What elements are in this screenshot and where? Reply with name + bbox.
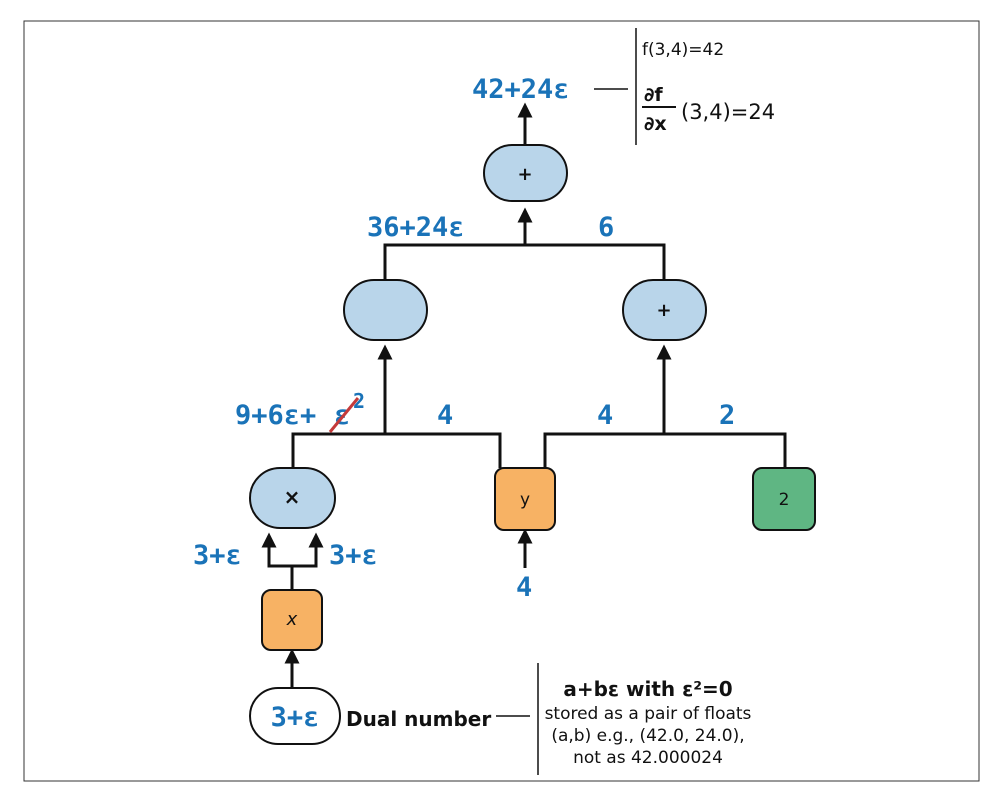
annotation-bottom: a+bε with ε²=0 stored as a pair of float… bbox=[545, 677, 752, 768]
plus-right-label: + bbox=[656, 300, 671, 321]
annotation-dual-line1: stored as a pair of floats bbox=[545, 704, 752, 724]
value-y-to-plus: 4 bbox=[597, 400, 613, 431]
strike-line bbox=[328, 397, 360, 433]
value-y-input: 4 bbox=[516, 572, 532, 603]
square-node bbox=[343, 279, 428, 341]
edges bbox=[261, 28, 787, 775]
x-label: x bbox=[286, 609, 298, 630]
value-output: 42+24ε bbox=[472, 74, 570, 105]
annotation-frac-den: ∂x bbox=[644, 113, 667, 135]
annotation-dual-line3: not as 42.000024 bbox=[573, 748, 723, 768]
value-y-to-square: 4 bbox=[437, 400, 453, 431]
value-const-to-plus: 2 bbox=[719, 400, 735, 431]
value-x-to-times-left: 3+ε bbox=[193, 540, 242, 571]
annotation-dual-title: a+bε with ε²=0 bbox=[563, 677, 732, 701]
dual-input-node: 3+ε bbox=[249, 687, 341, 745]
dual-number-label: Dual number bbox=[346, 707, 491, 731]
y-label: y bbox=[520, 490, 530, 510]
value-right-into-plus-top: 6 bbox=[598, 212, 614, 243]
annotation-derivative: (3,4)=24 bbox=[681, 100, 775, 124]
x-node: x bbox=[261, 589, 323, 651]
value-times-out-prefix: 9+6ε+ bbox=[235, 400, 316, 431]
plus-top-label: + bbox=[517, 164, 532, 185]
y-node: y bbox=[494, 467, 556, 531]
value-x-to-times-right: 3+ε bbox=[329, 540, 378, 571]
edge-x-to-times-left bbox=[261, 532, 294, 590]
const-node: 2 bbox=[752, 467, 816, 531]
value-left-into-plus-top: 36+24ε bbox=[367, 212, 465, 243]
annotation-top: f(3,4)=42 ∂f ∂x (3,4)=24 bbox=[642, 40, 775, 135]
plus-top-node: + bbox=[483, 144, 568, 202]
value-times-out: 9+6ε+ ε 2 bbox=[235, 389, 365, 433]
edge-top-merge bbox=[383, 243, 666, 280]
edge-right-merge bbox=[543, 432, 787, 468]
value-times-out-power: 2 bbox=[353, 389, 365, 413]
edge-x-to-times-right bbox=[292, 532, 324, 568]
times-node: × bbox=[249, 467, 336, 529]
annotation-dual-line2: (a,b) e.g., (42.0, 24.0), bbox=[551, 726, 744, 746]
outer-border bbox=[23, 20, 980, 782]
plus-right-node: + bbox=[622, 279, 707, 341]
edge-left-merge bbox=[291, 432, 502, 468]
const-label: 2 bbox=[779, 490, 790, 510]
times-label: × bbox=[284, 485, 301, 509]
annotation-f-value: f(3,4)=42 bbox=[642, 40, 724, 60]
annotation-frac-num: ∂f bbox=[644, 84, 663, 106]
dual-input-label: 3+ε bbox=[271, 702, 320, 733]
